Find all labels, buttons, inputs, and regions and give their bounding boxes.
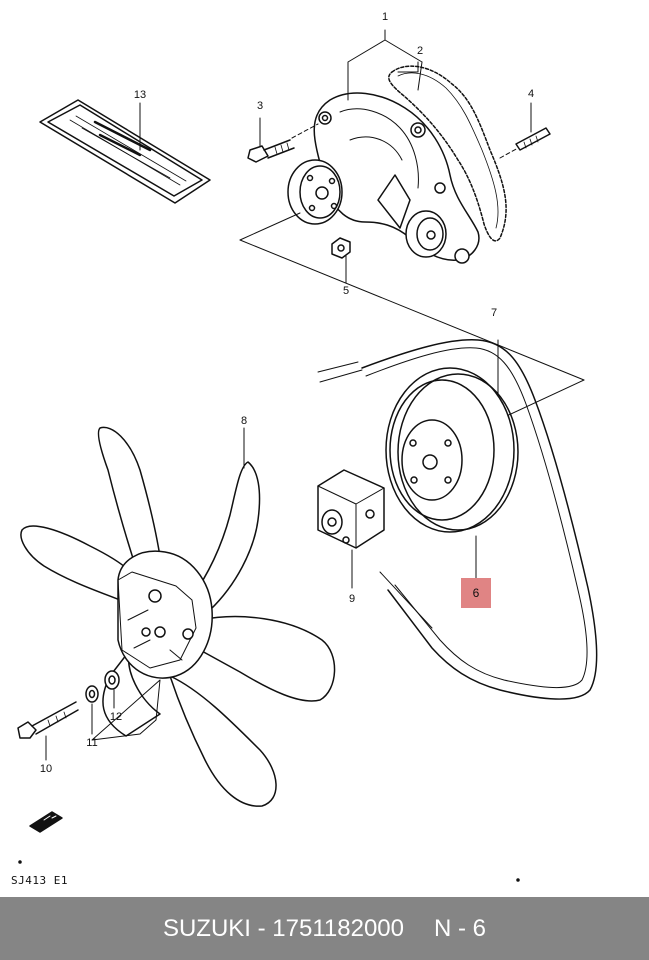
bolt-3 — [247, 139, 295, 163]
callout-3: 3 — [257, 100, 263, 112]
water-pump-1 — [287, 92, 480, 264]
callout-1: 1 — [382, 11, 388, 23]
bolt-10 — [17, 701, 79, 739]
callout-7: 7 — [491, 307, 497, 319]
callout-11: 11 — [86, 737, 97, 749]
diagram-code: SJ413 E1 — [11, 874, 68, 887]
leader-1 — [347, 29, 386, 101]
footer-bar: SUZUKI - 1751182000 N - 6 — [0, 897, 649, 960]
callout-12: 12 — [110, 711, 122, 723]
callout-4: 4 — [528, 88, 534, 100]
highlighted-part-6[interactable]: 6 — [461, 578, 491, 608]
label-plate-13 — [39, 99, 211, 204]
callout-2: 2 — [417, 45, 423, 57]
gasket-2 — [388, 65, 507, 242]
washer-12 — [104, 670, 120, 690]
cooling-fan-8 — [20, 426, 336, 807]
callout-8: 8 — [241, 415, 247, 427]
footer-page-ref: N - 6 — [434, 914, 487, 942]
callout-13: 13 — [134, 89, 146, 101]
spacer-9 — [317, 469, 385, 549]
washer-11 — [85, 685, 99, 703]
stud-4 — [515, 127, 551, 151]
callout-10: 10 — [40, 763, 52, 775]
callout-9: 9 — [349, 593, 355, 605]
callout-6: 6 — [472, 586, 480, 600]
parts-diagram: 1 2 3 4 5 7 8 9 10 11 12 13 — [17, 11, 598, 882]
leader-2 — [397, 61, 419, 73]
v-belt-7 — [317, 339, 598, 700]
fan-pulley-6 — [385, 367, 519, 533]
callout-5: 5 — [343, 285, 349, 297]
footer-part-number: SUZUKI - 1751182000 — [162, 914, 404, 942]
nut-5 — [331, 237, 351, 259]
front-arrow-icon — [29, 811, 63, 833]
